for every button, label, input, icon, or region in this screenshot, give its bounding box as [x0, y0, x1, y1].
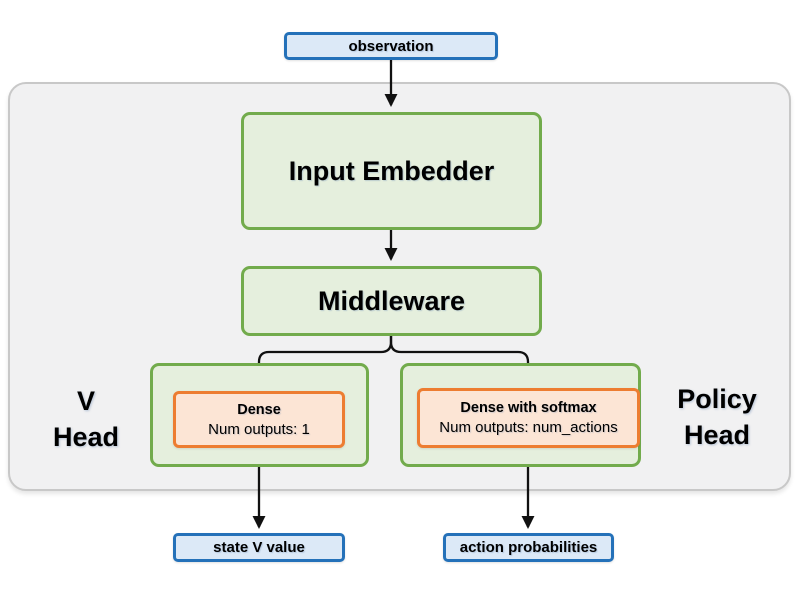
- v-head-label: V Head: [38, 381, 134, 457]
- policy-head-dense-subtitle: Num outputs: num_actions: [439, 419, 618, 436]
- v-head-dense-node: Dense Num outputs: 1: [173, 391, 345, 448]
- v-head-label-line1: V: [76, 386, 95, 416]
- policy-head-label-line1: Policy: [677, 384, 757, 414]
- state-v-value-label: state V value: [213, 539, 305, 556]
- policy-head-label: Policy Head: [656, 379, 778, 455]
- middleware-label: Middleware: [317, 285, 466, 316]
- input-embedder-label: Input Embedder: [288, 155, 495, 186]
- policy-head-dense-title: Dense with softmax: [460, 400, 597, 416]
- action-probabilities-node: action probabilities: [443, 533, 614, 562]
- v-head-label-line2: Head: [52, 422, 120, 452]
- action-probabilities-label: action probabilities: [459, 539, 598, 556]
- observation-label: observation: [348, 37, 434, 55]
- observation-node: observation: [284, 32, 498, 60]
- input-embedder-node: Input Embedder: [241, 112, 542, 230]
- state-v-value-node: state V value: [173, 533, 345, 562]
- policy-head-dense-node: Dense with softmax Num outputs: num_acti…: [417, 388, 640, 448]
- middleware-node: Middleware: [241, 266, 542, 336]
- v-head-dense-title: Dense: [237, 401, 281, 418]
- policy-head-label-line2: Head: [683, 420, 751, 450]
- v-head-dense-subtitle: Num outputs: 1: [208, 420, 310, 438]
